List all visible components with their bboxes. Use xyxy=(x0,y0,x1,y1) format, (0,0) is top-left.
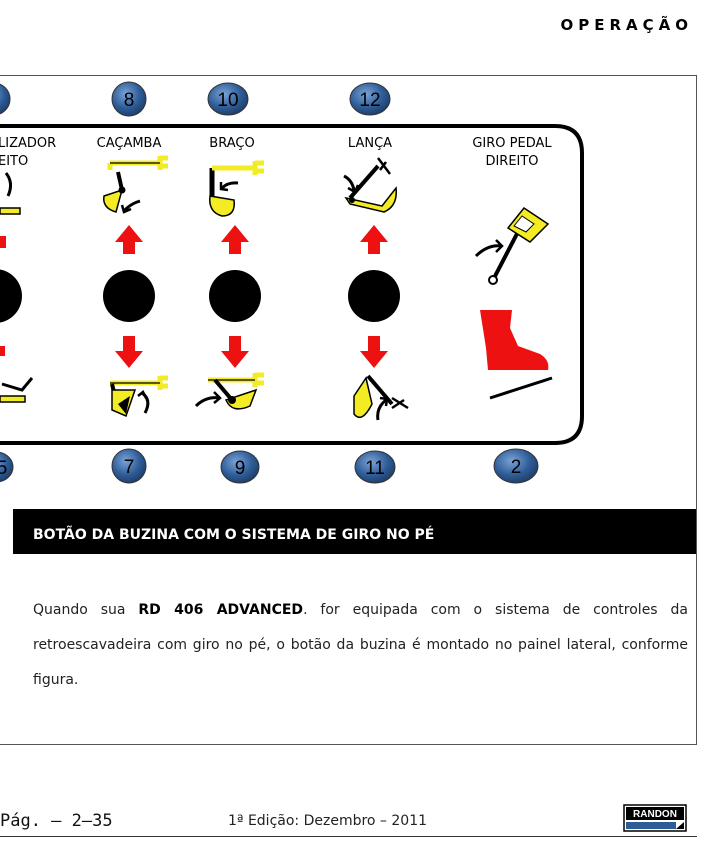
giro-shovel-icon xyxy=(474,206,550,285)
footer-page-number: Pág. – 2–35 xyxy=(0,811,113,831)
nivelador-down-icon xyxy=(0,377,34,403)
label-braco: BRAÇO xyxy=(209,136,254,151)
badge-top-12: 12 xyxy=(349,82,391,116)
cacamba-down-icon xyxy=(110,375,168,418)
randon-logo: RANDON xyxy=(623,804,687,832)
lanca-arrow-down-icon xyxy=(360,336,388,368)
lanca-arrow-up-icon xyxy=(360,225,388,254)
lanca-up-icon xyxy=(343,157,397,213)
body-paragraph: Quando sua RD 406 ADVANCED. for equipada… xyxy=(33,593,688,698)
badge-bottom-7: 7 xyxy=(111,448,147,484)
badge-top-left-partial xyxy=(0,83,11,115)
badge-number-5: 5 xyxy=(0,458,7,479)
footer-divider xyxy=(0,836,697,837)
paragraph-model: RD 406 ADVANCED xyxy=(138,602,304,618)
section-heading-text: BOTÃO DA BUZINA COM O SISTEMA DE GIRO NO… xyxy=(33,527,435,543)
nivelador-button-icon xyxy=(0,269,22,323)
badge-bottom-11: 11 xyxy=(354,450,396,484)
braco-down-icon xyxy=(194,372,264,410)
badge-number-12: 12 xyxy=(359,90,380,111)
control-diagram: 8 10 12 LIZADOR EITO CAÇAMBA BRAÇO LANÇA… xyxy=(0,81,584,484)
badge-number-7: 7 xyxy=(124,457,135,478)
cacamba-button-icon xyxy=(103,270,155,322)
braco-button-icon xyxy=(209,270,261,322)
label-lanca: LANÇA xyxy=(348,136,392,151)
paragraph-suffix: . for equipada com o sistema de controle… xyxy=(33,602,688,688)
badge-number-8: 8 xyxy=(124,90,135,111)
cacamba-up-icon xyxy=(103,155,168,214)
logo-text: RANDON xyxy=(633,809,677,820)
nivelador-up-icon xyxy=(0,172,21,215)
footer-edition: 1ª Edição: Dezembro – 2011 xyxy=(228,813,428,829)
nivelador-arrow-up-icon xyxy=(0,236,6,248)
badge-number-11: 11 xyxy=(365,458,385,479)
label-nivelador: LIZADOR xyxy=(0,136,56,151)
cacamba-arrow-up-icon xyxy=(115,225,143,254)
braco-up-icon xyxy=(209,160,264,217)
braco-arrow-up-icon xyxy=(221,225,249,254)
badge-number-2: 2 xyxy=(511,457,522,478)
giro-pedal-line-icon xyxy=(489,376,553,400)
label-cacamba: CAÇAMBA xyxy=(97,136,162,151)
badge-top-8: 8 xyxy=(111,81,147,117)
paragraph-prefix: Quando sua xyxy=(33,602,139,618)
cacamba-arrow-down-icon xyxy=(115,336,143,368)
giro-boot-icon xyxy=(480,310,549,370)
label-giro-line1: GIRO PEDAL xyxy=(472,136,552,151)
badge-number-9: 9 xyxy=(235,458,246,479)
label-giro-line2: DIREITO xyxy=(485,154,538,169)
badge-bottom-9: 9 xyxy=(220,450,260,484)
page-header-title: OPERAÇÃO xyxy=(560,16,693,34)
badge-top-10: 10 xyxy=(207,82,249,116)
badge-bottom-5: 5 xyxy=(0,451,14,483)
content-frame xyxy=(0,75,697,745)
control-panel-outline xyxy=(0,124,584,445)
badge-number-10: 10 xyxy=(217,90,238,111)
label-nivelador-sub: EITO xyxy=(0,154,28,169)
nivelador-arrow-down-icon xyxy=(0,346,5,356)
lanca-button-icon xyxy=(348,270,400,322)
braco-arrow-down-icon xyxy=(221,336,249,368)
badge-bottom-2: 2 xyxy=(493,448,539,484)
section-heading: BOTÃO DA BUZINA COM O SISTEMA DE GIRO NO… xyxy=(13,509,696,554)
lanca-down-icon xyxy=(353,374,409,421)
